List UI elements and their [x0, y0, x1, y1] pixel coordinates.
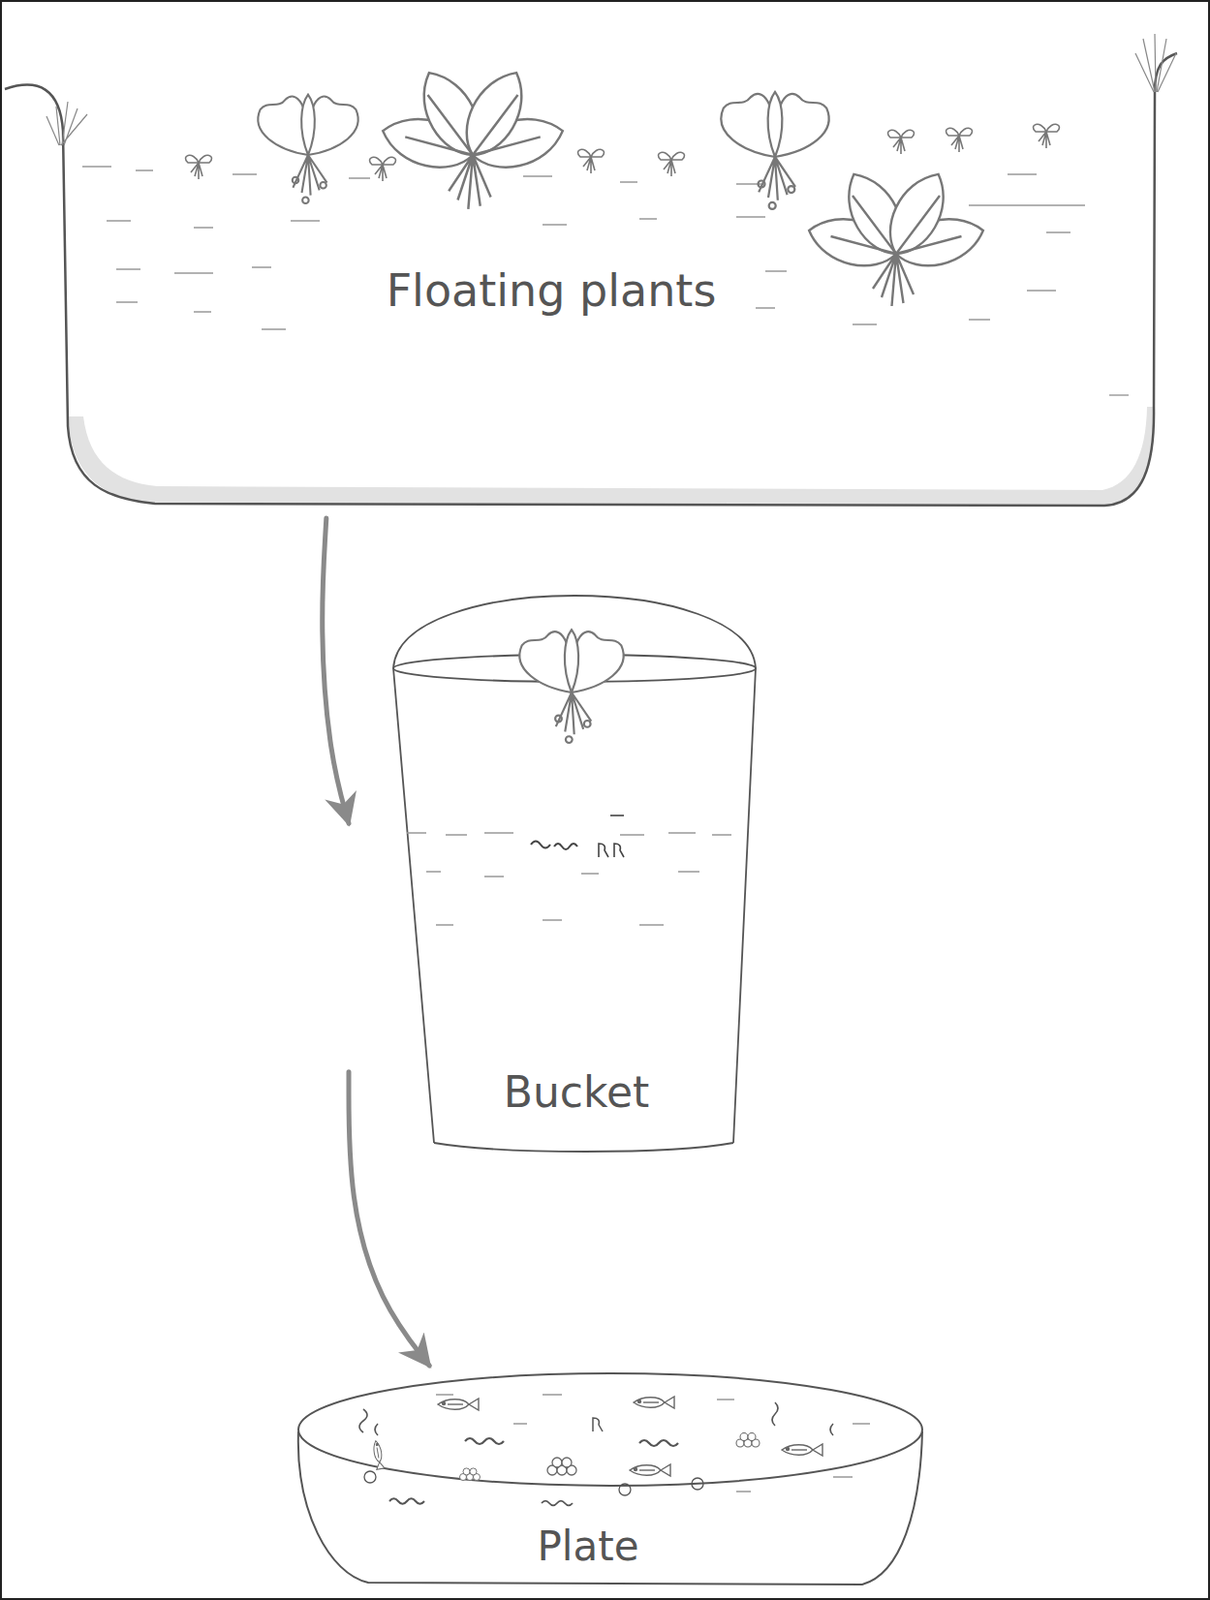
- dash-mark: [610, 814, 624, 817]
- illustrated-region: Plate: [290, 1365, 931, 1591]
- worm: [530, 841, 578, 851]
- bucket-water: [406, 833, 732, 926]
- grass-tuft: [46, 101, 88, 146]
- illustrated-region: Bucket: [348, 581, 766, 1153]
- larva: [598, 843, 624, 858]
- node-label: Bucket: [503, 1068, 651, 1118]
- plate: [298, 1373, 923, 1585]
- bucket-bottom: [434, 1143, 734, 1152]
- plate-rim: [298, 1431, 923, 1585]
- pond-outline: [4, 53, 1178, 506]
- water-dashes: [82, 166, 1129, 396]
- pond-bank-shade: [67, 406, 1154, 506]
- bucket: [393, 595, 756, 1152]
- plate-top: [298, 1373, 923, 1487]
- pond: [4, 33, 1178, 506]
- node-label: Floating plants: [386, 265, 717, 317]
- flow-arrow: [348, 1072, 430, 1366]
- flow-arrow: [322, 518, 349, 824]
- node-label: Plate: [536, 1523, 639, 1571]
- grass-tuft: [1135, 33, 1177, 93]
- bucket-side: [393, 668, 756, 1144]
- plate-contents: [359, 1395, 870, 1506]
- illustrated-region: Floating plants: [4, 38, 1187, 519]
